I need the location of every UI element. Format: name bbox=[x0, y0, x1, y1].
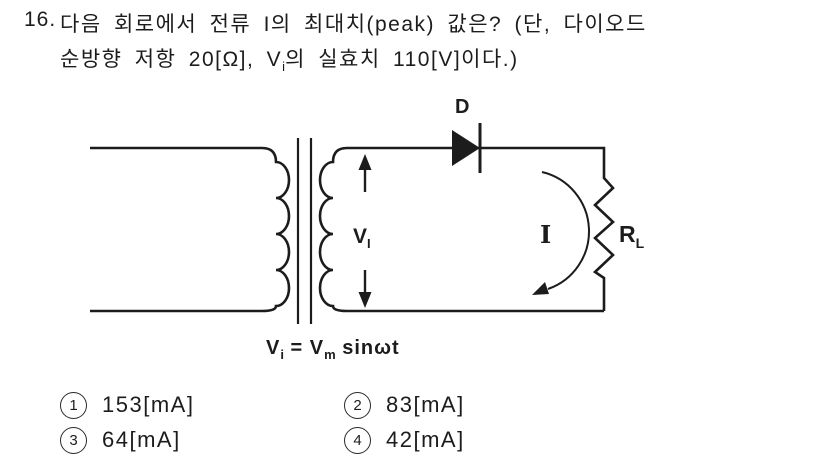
question-line-2: 순방향 저항 20[Ω], Vi의 실효치 110[V]이다.) bbox=[60, 43, 760, 74]
current-arrow bbox=[541, 171, 590, 290]
formula-lhs: V bbox=[266, 337, 281, 359]
load-resistor bbox=[347, 146, 615, 311]
transformer-secondary-coil bbox=[318, 146, 604, 313]
vi-down-arrow-icon bbox=[358, 270, 372, 308]
answer-choice-4[interactable]: 4 42[mA] bbox=[344, 425, 465, 455]
answer-choice-2[interactable]: 2 83[mA] bbox=[344, 390, 465, 420]
answer-choice-3[interactable]: 3 64[mA] bbox=[60, 425, 181, 455]
choice-number-circle: 2 bbox=[344, 391, 371, 419]
transformer-primary-coil bbox=[90, 146, 291, 313]
answer-choice-1[interactable]: 1 153[mA] bbox=[60, 390, 194, 420]
question-line-2-post: 의 실효치 110[V]이다.) bbox=[285, 48, 519, 71]
input-voltage-formula: Vi = Vm sinωt bbox=[266, 337, 400, 362]
choice-label: 83[mA] bbox=[386, 392, 465, 417]
choice-number-circle: 3 bbox=[60, 426, 87, 454]
vi-up-arrow-icon bbox=[358, 154, 372, 192]
current-arrowhead-icon bbox=[532, 282, 549, 295]
choice-label: 64[mA] bbox=[102, 427, 181, 452]
choice-label: 42[mA] bbox=[386, 427, 465, 452]
formula-mid: = V bbox=[283, 337, 325, 359]
input-voltage-label: VI bbox=[353, 225, 371, 251]
load-resistor-label: RL bbox=[619, 221, 645, 251]
diode-label: D bbox=[455, 96, 469, 118]
formula-lhs-subscript: i bbox=[280, 347, 284, 362]
choice-number-circle: 4 bbox=[344, 426, 371, 454]
formula-mid-subscript: m bbox=[324, 347, 336, 362]
diode-symbol bbox=[452, 123, 482, 173]
circuit-diagram: D VI I RL bbox=[90, 96, 645, 324]
choice-label: 153[mA] bbox=[102, 392, 195, 417]
formula-tail: sinωt bbox=[335, 337, 400, 359]
transformer-core bbox=[296, 138, 313, 324]
question-vi-subscript: i bbox=[282, 59, 286, 75]
question-line-1: 다음 회로에서 전류 I의 최대치(peak) 값은? (단, 다이오드 bbox=[60, 13, 647, 36]
current-label: I bbox=[540, 220, 551, 249]
choice-number-circle: 1 bbox=[60, 391, 87, 419]
question-number: 16. bbox=[24, 8, 57, 31]
question-line-2-pre: 순방향 저항 20[Ω], V bbox=[60, 48, 283, 71]
